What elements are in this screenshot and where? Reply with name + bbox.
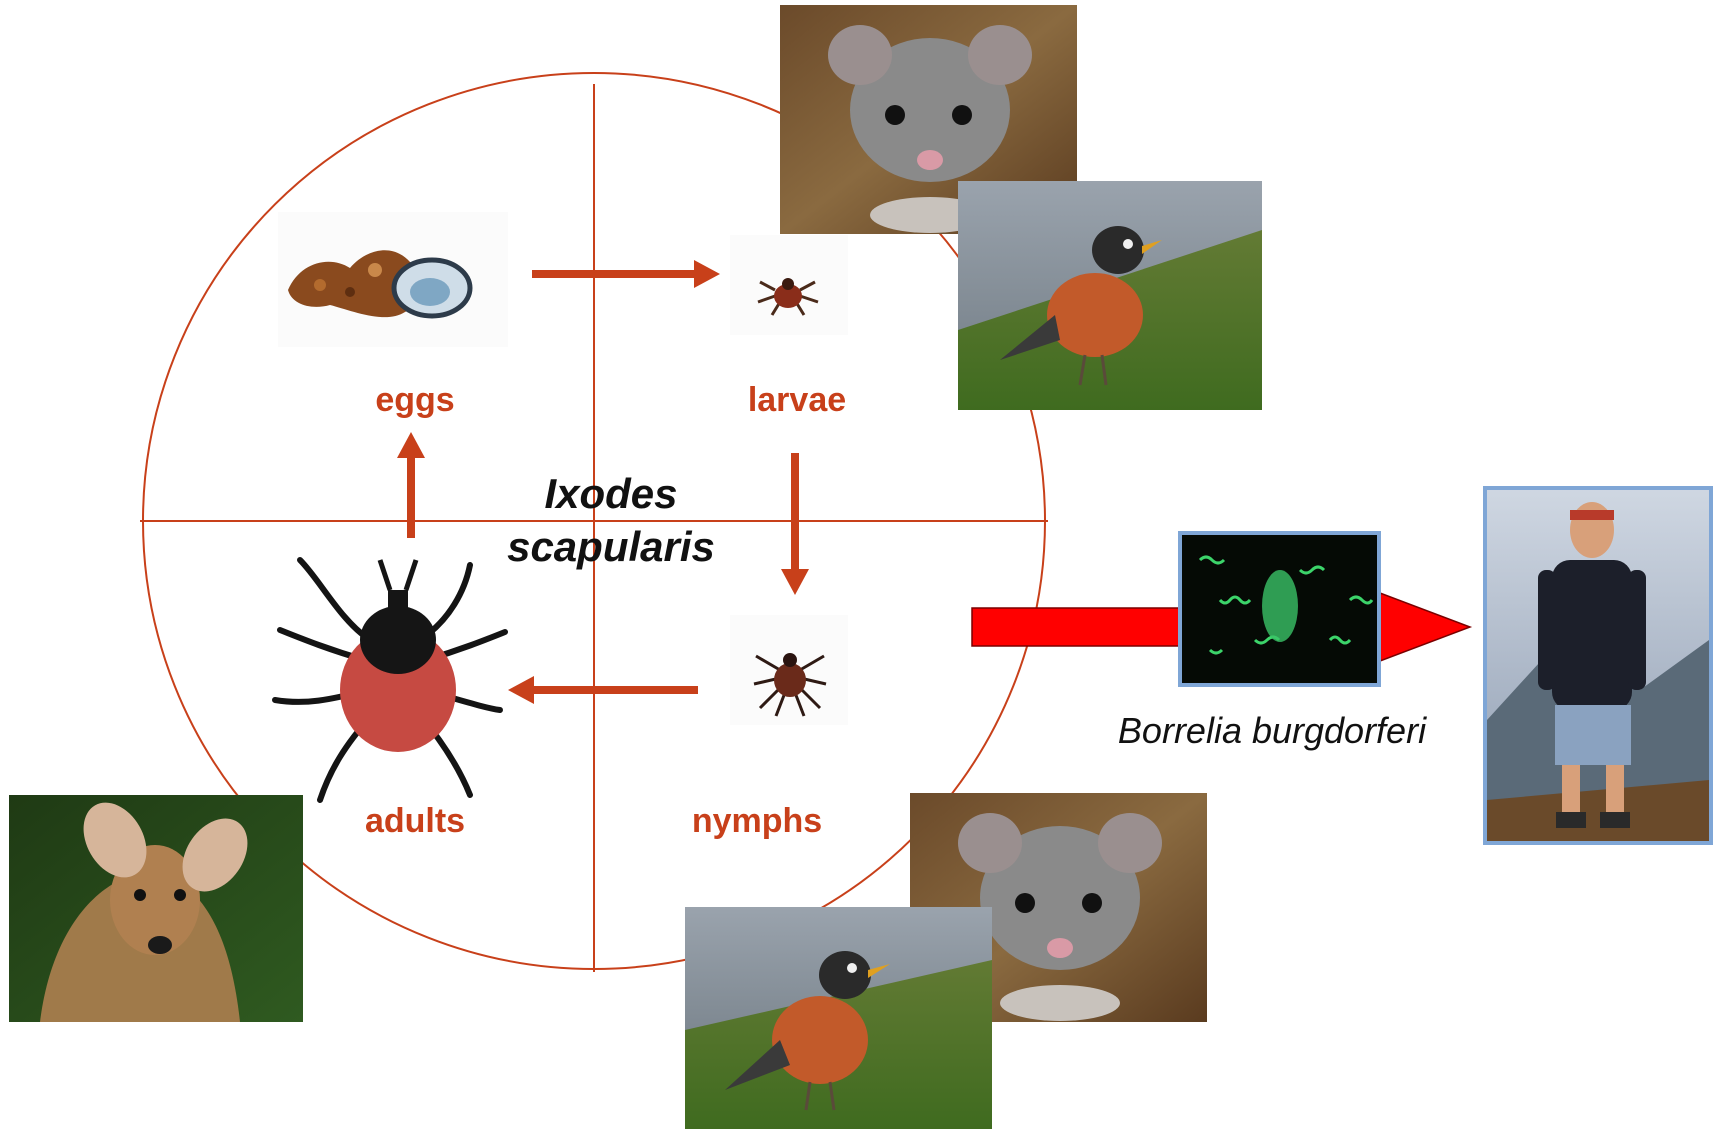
arrow-adults-to-eggs <box>397 432 425 538</box>
nymph-image <box>730 615 848 725</box>
robin-photo-bottom <box>685 907 992 1129</box>
pathogen-label: Borrelia burgdorferi <box>1118 710 1427 751</box>
species-name-line2: scapularis <box>507 523 715 570</box>
label-nymphs: nymphs <box>692 802 822 840</box>
species-name-line1: Ixodes <box>544 470 677 517</box>
arrow-larvae-to-nymphs <box>781 453 809 595</box>
label-eggs: eggs <box>375 381 454 419</box>
eggs-image <box>278 212 508 347</box>
label-larvae: larvae <box>748 381 846 419</box>
robin-photo-top <box>958 181 1262 410</box>
human-photo <box>1485 488 1711 843</box>
arrow-eggs-to-larvae <box>532 260 720 288</box>
deer-photo <box>9 791 303 1022</box>
bacteria-micrograph <box>1180 533 1379 685</box>
adult-tick-image <box>275 560 505 800</box>
label-adults: adults <box>365 802 465 840</box>
arrow-nymphs-to-adults <box>508 676 698 704</box>
larva-image <box>730 235 848 335</box>
